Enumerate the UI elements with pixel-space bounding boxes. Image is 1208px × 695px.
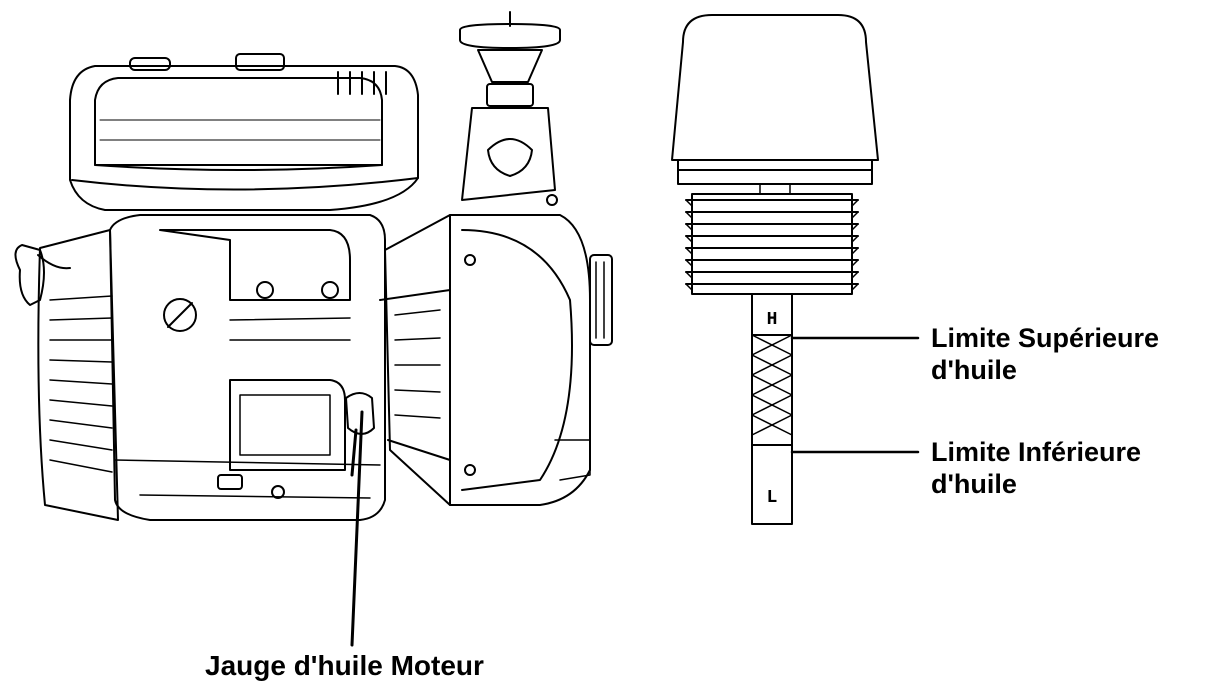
dipstick-threads [685,193,859,295]
upper-limit-label-line2: d'huile [931,355,1017,385]
lower-limit-label-line1: Limite Inférieure [931,437,1142,467]
lower-limit-label: Limite Inférieure d'huile [931,436,1141,500]
fuel-tank [69,53,419,211]
low-mark: L [767,488,778,508]
dipstick-detail [671,14,920,525]
engine-dipstick-cap [345,392,375,477]
high-mark: H [767,310,778,330]
dipstick-crosshatch [751,334,793,446]
upper-limit-label-line1: Limite Supérieure [931,323,1160,353]
lower-limit-label-line2: d'huile [931,469,1017,499]
recoil-starter [14,229,119,521]
engine-dipstick-label-text: Jauge d'huile Moteur [205,650,484,681]
pump-housing [379,194,613,506]
dipstick-cap [671,14,879,161]
engine-pump-illustration [14,11,613,647]
engine-dipstick-leader-line [350,410,364,647]
priming-port [459,11,561,201]
engine-dipstick-label: Jauge d'huile Moteur [205,650,484,682]
engine-block [109,214,386,521]
dipstick-blade [751,293,793,525]
upper-limit-label: Limite Supérieure d'huile [931,322,1159,386]
